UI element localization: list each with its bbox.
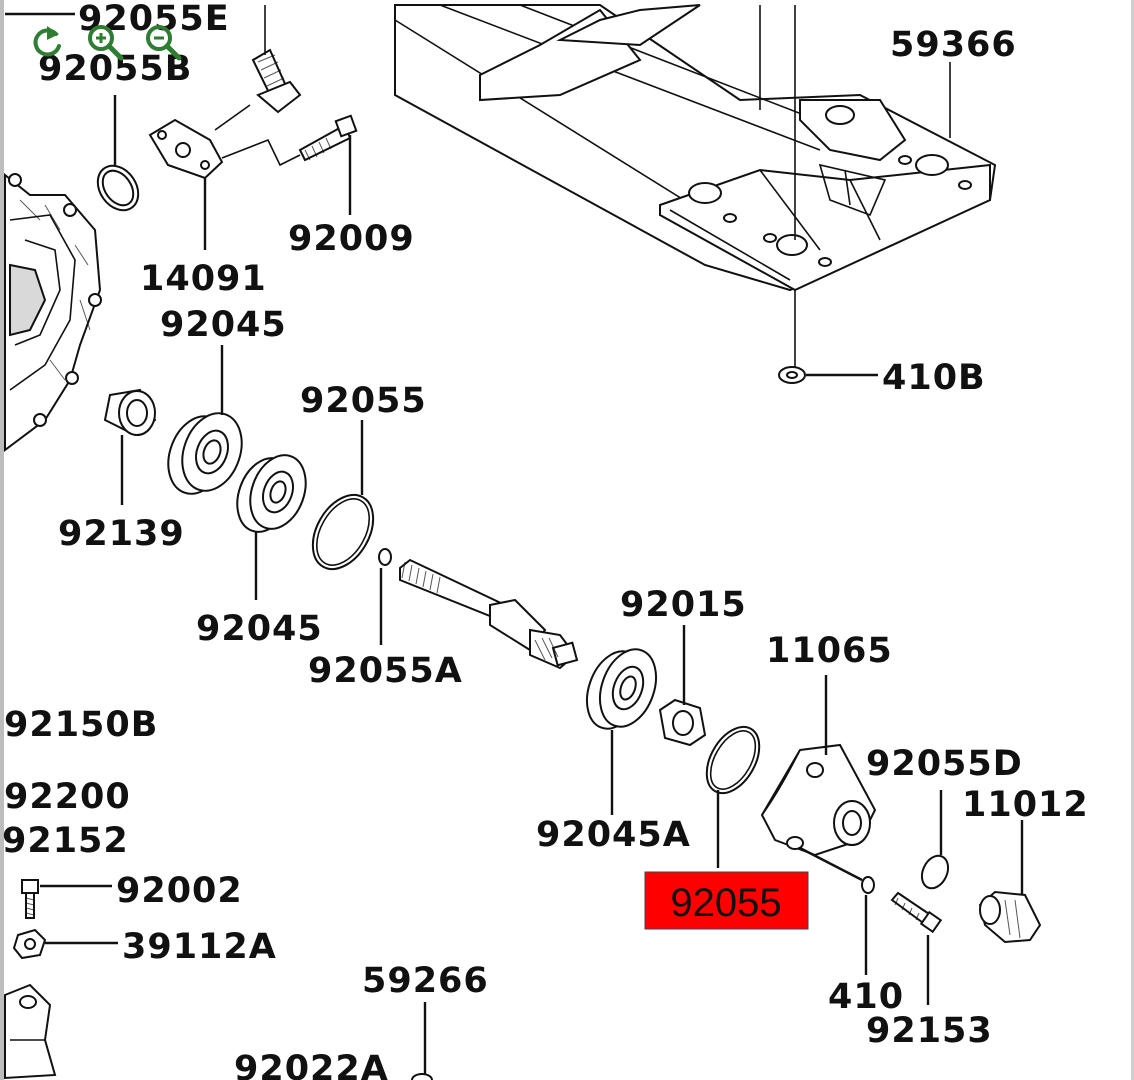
- part-label-92045-top[interactable]: 92045: [160, 305, 287, 345]
- nut-39112A: [12, 928, 47, 960]
- o-ring-92055-highlighted: [705, 725, 761, 795]
- pump-housing: [4, 172, 102, 452]
- part-label-11012[interactable]: 11012: [962, 785, 1089, 825]
- part-label-92055-top[interactable]: 92055: [300, 381, 427, 421]
- part-label-59266[interactable]: 59266: [362, 961, 489, 1001]
- part-59266-top: [411, 1073, 433, 1080]
- viewer-right-border: [1131, 0, 1134, 1080]
- highlight-label[interactable]: 92055: [670, 881, 781, 925]
- part-label-92002[interactable]: 92002: [116, 871, 243, 911]
- flange-14091: [148, 118, 224, 180]
- part-label-11065[interactable]: 11065: [766, 631, 893, 671]
- bolt-92009: [298, 114, 358, 162]
- part-label-39112A[interactable]: 39112A: [122, 927, 277, 967]
- elbow-fitting-92055E: [214, 5, 302, 131]
- bushing-92139: [103, 388, 157, 437]
- bracket-part: [4, 983, 57, 1080]
- part-label-92152[interactable]: 92152: [2, 821, 129, 861]
- part-label-92045-mid[interactable]: 92045: [196, 609, 323, 649]
- part-label-92009[interactable]: 92009: [288, 219, 415, 259]
- part-label-92200[interactable]: 92200: [4, 777, 131, 817]
- part-label-14091[interactable]: 14091: [140, 259, 267, 299]
- part-label-92153[interactable]: 92153: [866, 1011, 993, 1051]
- leader-line: [221, 138, 301, 167]
- part-label-92055A[interactable]: 92055A: [308, 651, 463, 691]
- bearing-92045-b: [236, 454, 307, 533]
- zoom-in-icon: [88, 25, 124, 61]
- cone-11065: [760, 743, 877, 857]
- part-label-92022A[interactable]: 92022A: [234, 1049, 389, 1080]
- part-label-92015[interactable]: 92015: [620, 585, 747, 625]
- nut-92015: [658, 698, 707, 747]
- zoom-in-button[interactable]: [80, 20, 130, 64]
- o-ring-92055B: [96, 164, 140, 212]
- part-label-59366[interactable]: 59366: [890, 25, 1017, 65]
- part-label-92055D[interactable]: 92055D: [866, 744, 1023, 784]
- leader-line: [799, 846, 863, 882]
- part-label-92139[interactable]: 92139: [58, 514, 185, 554]
- o-ring-92055D: [920, 854, 950, 890]
- highlighted-part-92055[interactable]: 92055: [644, 871, 809, 930]
- part-label-410[interactable]: 410: [828, 977, 904, 1017]
- drive-shaft: [399, 558, 579, 670]
- viewer-left-border: [0, 0, 4, 1080]
- tray-part-59366: [394, 4, 997, 292]
- bearing-92045A: [585, 648, 658, 730]
- part-label-92055E[interactable]: 92055E: [78, 0, 230, 39]
- bolt-92153: [890, 891, 943, 934]
- rotate-reset-icon: [33, 26, 61, 57]
- washer-410B: [778, 366, 806, 384]
- bolt-92002: [21, 879, 39, 919]
- small-ring-92055A: [378, 548, 392, 566]
- part-label-92150B[interactable]: 92150B: [4, 705, 158, 745]
- zoom-out-button[interactable]: [138, 20, 188, 64]
- part-label-92045A[interactable]: 92045A: [536, 815, 691, 855]
- cap-11012: [978, 890, 1042, 944]
- part-label-410B[interactable]: 410B: [882, 358, 986, 398]
- bearing-92045-a: [167, 412, 243, 495]
- viewer-toolbar: [22, 20, 188, 64]
- part-label-92055B[interactable]: 92055B: [38, 49, 192, 89]
- washer-410: [861, 876, 875, 894]
- o-ring-92055-top: [311, 494, 375, 570]
- zoom-out-icon: [146, 25, 182, 61]
- reset-view-button[interactable]: [22, 20, 72, 64]
- highlight-box[interactable]: [644, 871, 809, 930]
